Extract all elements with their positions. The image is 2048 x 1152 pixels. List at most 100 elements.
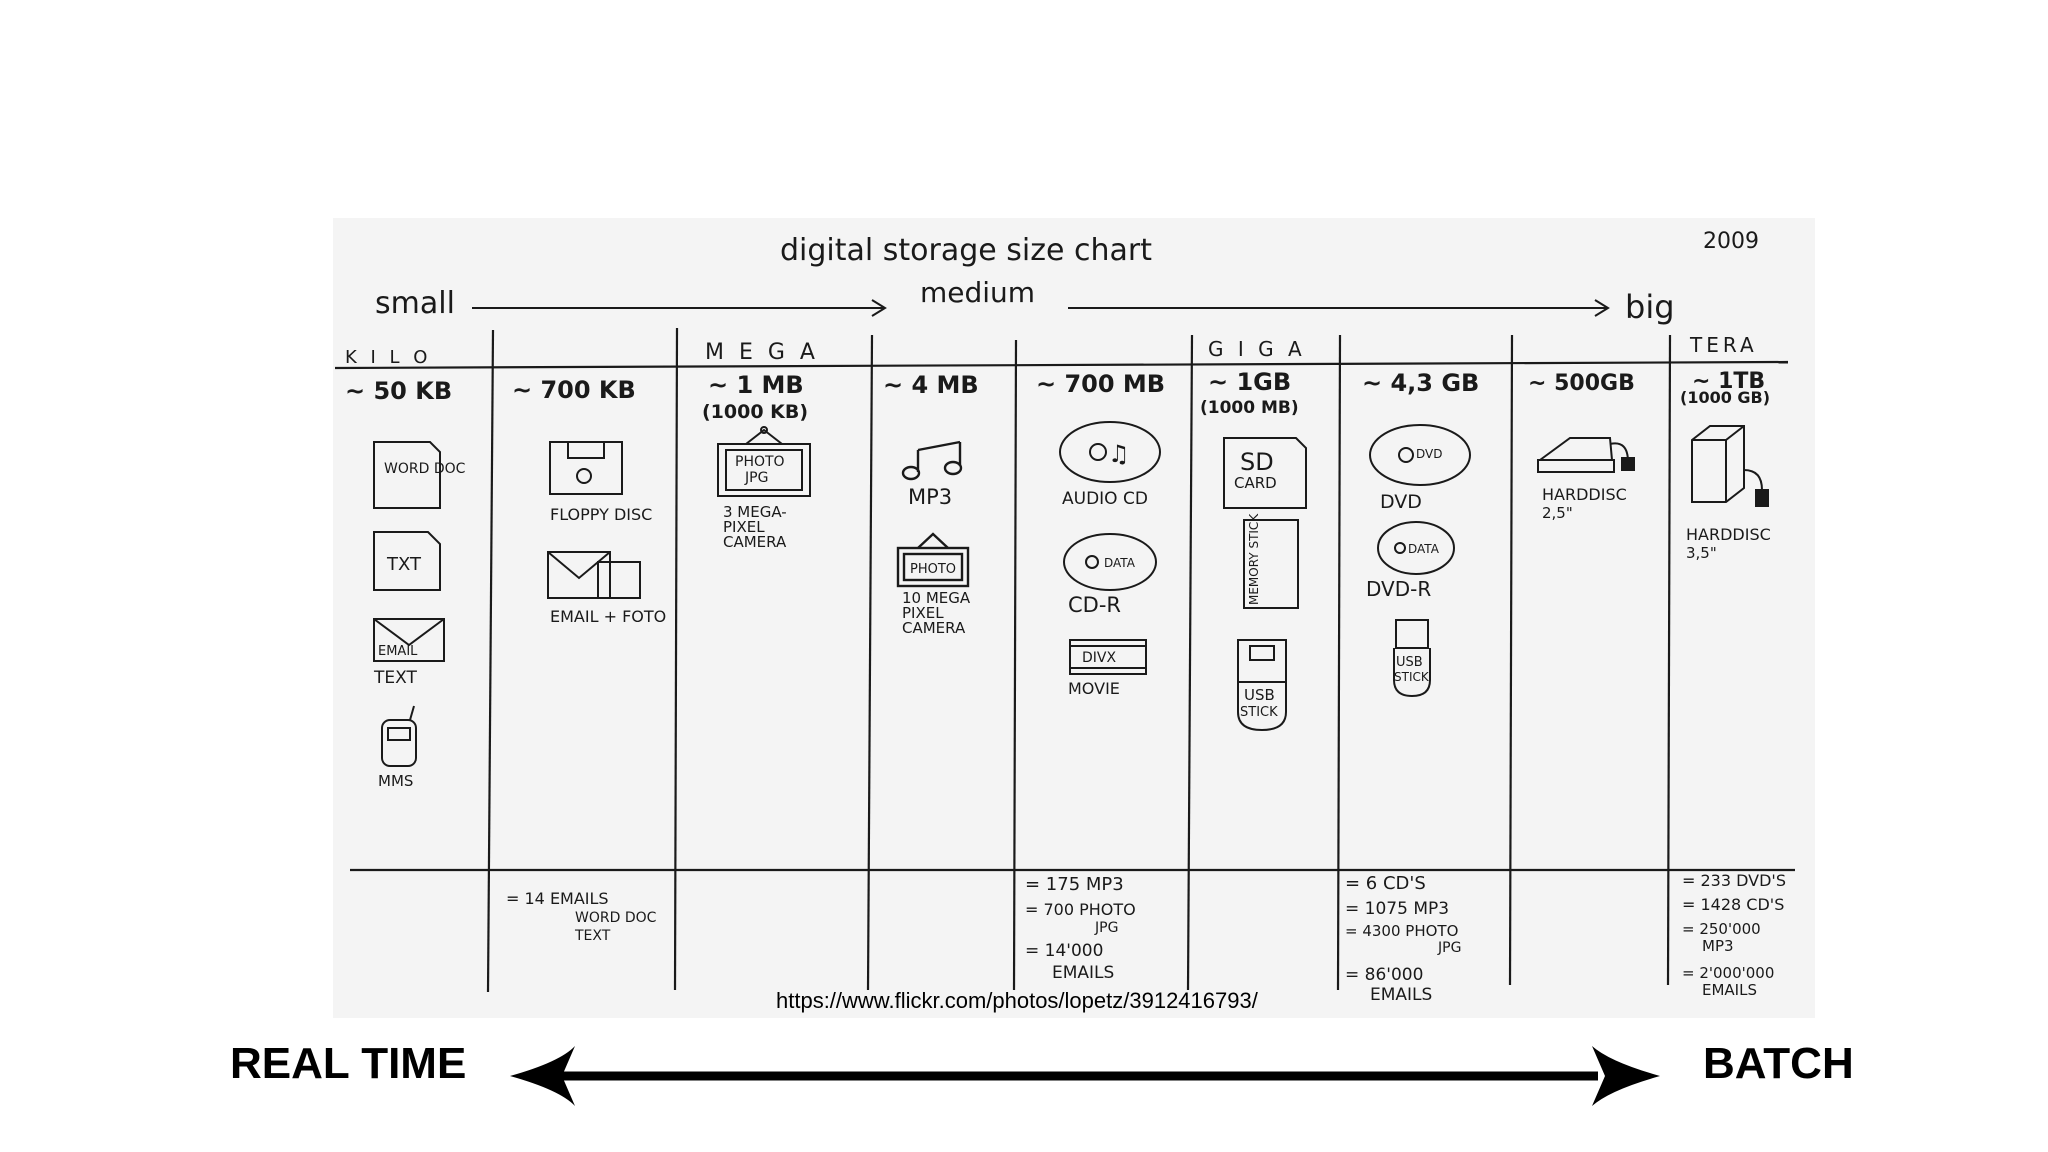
label-3-mega: 3 MEGA- [723,503,787,521]
real-time-label: REAL TIME [230,1039,467,1088]
size-500gb: ~ 500GB [1528,371,1635,396]
prefix-kilo: K I L O [345,347,431,368]
subsize-1tb: (1000 GB) [1680,388,1770,407]
dvd-r-data-text: DATA [1408,542,1440,556]
usb-stick-dvd-icon [1393,648,1431,698]
subsize-1gb: (1000 MB) [1200,398,1299,418]
equiv-700-photo: = 700 PHOTO [1025,900,1136,919]
label-harddisc-2-5: HARDDISC [1542,485,1627,504]
size-700kb: ~ 700 KB [512,376,636,404]
divx-movie-icon [1069,639,1147,675]
column-4-3gb-icons [1369,424,1471,698]
memory-stick-icon [1243,519,1299,609]
label-mp3: MP3 [908,485,952,509]
column-700mb-icons [1059,421,1161,675]
label-mms: MMS [378,772,413,790]
size-1gb: ~ 1GB [1208,368,1291,396]
photo-frame-10mp-icon [896,546,970,588]
cd-r-data-text: DATA [1104,556,1136,570]
sd-icon-text: SD [1240,448,1274,476]
equiv-emails-dvd: EMAILS [1370,985,1432,1005]
word-doc-icon-text: WORD DOC [384,461,466,477]
arrow-head-left-icon [510,1046,575,1106]
word-doc-icon [373,441,441,509]
column-4mb-icons [896,440,970,588]
label-dvd: DVD [1380,491,1422,513]
dvd-r-icon [1377,521,1455,575]
equiv-word-doc: WORD DOC [575,910,657,926]
scale-medium: medium [920,276,1035,309]
size-headers: ~ 50 KB ~ 700 KB ~ 1 MB (1000 KB) ~ 4 MB… [345,368,1770,423]
scale-big: big [1625,288,1675,326]
equiv-175-mp3: = 175 MP3 [1025,874,1124,895]
email-envelope-icon [373,618,445,662]
size-1tb: ~ 1TB [1692,369,1765,394]
label-floppy: FLOPPY DISC [550,505,652,524]
txt-file-icon [373,531,441,591]
label-audio-cd: AUDIO CD [1062,489,1148,509]
label-10-mega: 10 MEGA [902,589,971,607]
equiv-250000: = 250'000 [1682,920,1761,938]
prefix-tera: TERA [1689,333,1758,357]
usb-icon-text: USB [1244,686,1275,704]
label-pixel: PIXEL [723,518,765,536]
label-3-5-inch: 3,5" [1686,544,1717,562]
label-cd-r: CD-R [1068,593,1121,617]
column-700kb-icons [547,441,641,599]
email-foto-envelope-icon [547,551,611,599]
music-note-glyph: ♫ [1108,440,1130,468]
label-email-foto: EMAIL + FOTO [550,607,666,626]
sketch-title: digital storage size chart [780,233,1152,268]
arrow-head-right-icon [1592,1046,1660,1106]
photo-10mp-icon-text: PHOTO [910,562,956,577]
label-camera: CAMERA [723,533,787,551]
usb-stick-icon [1237,682,1287,732]
equiv-14000: = 14'000 [1025,941,1103,961]
photo-jpg-frame-icon [717,443,811,497]
sketch-year: 2009 [1703,229,1759,254]
stick-icon-text: STICK [1240,705,1278,720]
equiv-1075-mp3: = 1075 MP3 [1345,899,1449,919]
equiv-1428-cds: = 1428 CD'S [1682,895,1784,914]
equiv-jpg: JPG [1094,920,1118,936]
column-500gb-icons [1536,437,1635,473]
mobile-phone-icon [381,719,417,767]
equiv-mp3-tb: MP3 [1702,937,1734,955]
equiv-6-cds: = 6 CD'S [1345,873,1426,894]
label-pixel-10: PIXEL [902,604,944,622]
column-1gb-icons [1223,437,1307,732]
prefix-giga: G I G A [1208,337,1306,361]
grid-lines [334,327,1795,993]
equiv-emails-tb: EMAILS [1702,981,1757,999]
equiv-233-dvds: = 233 DVD'S [1682,871,1786,890]
dvd-icon-text: DVD [1416,447,1442,461]
scale-small: small [375,286,455,321]
label-movie: MOVIE [1068,679,1120,698]
column-50kb-icons [373,441,445,767]
equiv-jpg-dvd: JPG [1437,940,1461,956]
size-50kb: ~ 50 KB [345,377,452,405]
equiv-emails: EMAILS [1052,963,1114,983]
jpg-icon-text: JPG [744,470,768,486]
usb-dvd-icon-text: USB [1396,655,1423,670]
column-1mb-icons [717,426,811,497]
equiv-text: TEXT [574,928,611,944]
size-1mb: ~ 1 MB [708,371,804,399]
size-4mb: ~ 4 MB [883,371,979,399]
label-2-5-inch: 2,5" [1542,504,1573,522]
dvd-icon [1369,424,1471,486]
realtime-batch-arrow [510,1046,1660,1106]
equiv-2000000: = 2'000'000 [1682,964,1774,982]
label-harddisc-3-5: HARDDISC [1686,525,1771,544]
source-url[interactable]: https://www.flickr.com/photos/lopetz/391… [776,988,1258,1013]
sketch-paper [333,218,1815,1018]
size-700mb: ~ 700 MB [1036,370,1165,398]
label-text: TEXT [373,668,417,688]
photo-icon-text: PHOTO [735,454,785,470]
equiv-86000: = 86'000 [1345,965,1423,985]
column-1tb-icons [1691,425,1769,507]
sd-card-icon [1223,437,1307,509]
equiv-4300-photo: = 4300 PHOTO [1345,922,1458,940]
cd-r-icon [1063,533,1157,591]
